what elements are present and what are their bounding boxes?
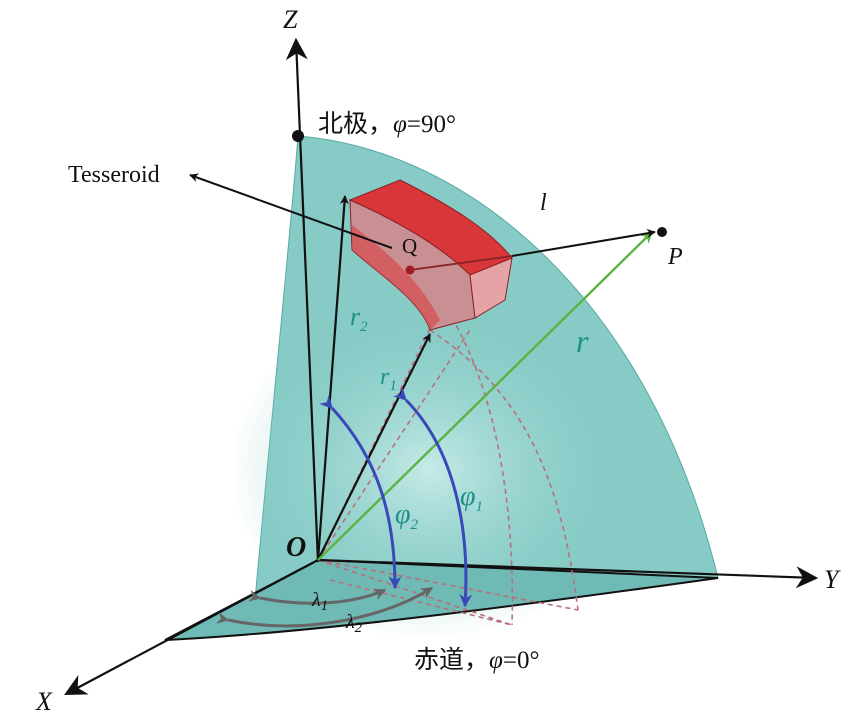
point-q-dot-icon (405, 265, 415, 275)
point-p-dot-icon (657, 227, 667, 237)
lambda1-label: λ1 (311, 589, 328, 614)
point-p-label: P (667, 244, 683, 270)
l-vector (511, 228, 656, 257)
origin-label: O (286, 532, 306, 563)
north-pole-label: 北极，φ=90° (318, 110, 456, 138)
tesseroid-pointer (189, 173, 393, 249)
phi2-label: φ2 (395, 499, 419, 533)
x-axis-label: X (35, 687, 53, 716)
z-axis-label: Z (283, 5, 298, 34)
z-axis (285, 37, 320, 563)
radius-r-label: r (576, 323, 589, 359)
phi1-label: φ1 (460, 481, 483, 515)
distance-l-label: l (540, 190, 547, 216)
r1-label: r1 (380, 364, 397, 394)
x-axis (64, 559, 319, 696)
tesseroid-block (348, 179, 513, 331)
equator-label: 赤道，φ=0° (414, 646, 539, 674)
north-pole-dot-icon (292, 130, 304, 142)
q-p-line-inner (409, 255, 513, 271)
phi1-arc (393, 387, 473, 608)
tesseroid-front-shade (352, 225, 440, 330)
tesseroid-label: Tesseroid (68, 162, 160, 188)
r2-label: r2 (350, 302, 368, 335)
lambda2-label: λ2 (345, 611, 363, 636)
lambda2-arc (216, 586, 434, 628)
point-q-label: Q (402, 234, 417, 258)
y-axis-label: Y (824, 565, 841, 594)
tesseroid-side-face (469, 257, 513, 319)
